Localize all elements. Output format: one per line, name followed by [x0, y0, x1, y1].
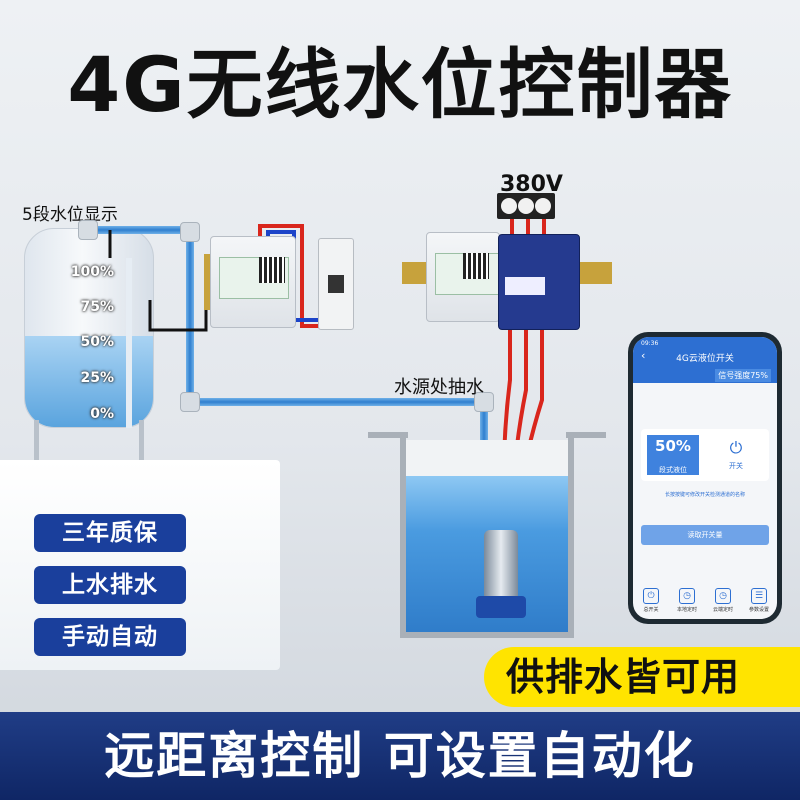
feature-manual-auto: 手动自动: [34, 618, 186, 656]
level-card: 50% 段式液位 ⏻ 开关: [641, 429, 769, 481]
terminal-screw: [518, 198, 534, 214]
tab-cloud-timer[interactable]: ◷云端定时: [707, 588, 739, 613]
switch-label: 开关: [729, 462, 743, 470]
pump-base: [476, 596, 526, 618]
qr-code: [463, 253, 489, 279]
back-icon[interactable]: ‹: [641, 349, 646, 362]
water-level-controller-2: [426, 232, 505, 322]
contactor-label: [505, 277, 545, 295]
tab-main-switch[interactable]: ⏻总开关: [635, 588, 667, 613]
level-display: 50% 段式液位: [647, 435, 699, 475]
switch-button[interactable]: ⏻ 开关: [709, 435, 763, 475]
level-mark-0: 0%: [90, 406, 114, 422]
bottom-tabs: ⏻总开关 ◷本地定时 ◷云端定时 ☰参数设置: [633, 588, 777, 613]
pit-wall-left: [400, 436, 406, 636]
read-switch-button[interactable]: 读取开关量: [641, 525, 769, 545]
pipe-elbow: [180, 392, 200, 412]
app-title: 4G云液位开关: [676, 354, 734, 364]
level-probe: [126, 258, 132, 428]
pit-rim-right: [566, 432, 606, 438]
feature-warranty: 三年质保: [34, 514, 186, 552]
level-mark-25: 25%: [80, 370, 114, 386]
pipe-elbow: [180, 222, 200, 242]
sensor-wire: [108, 230, 216, 332]
level-mark-50: 50%: [80, 334, 114, 350]
pit-rim-left: [368, 432, 408, 438]
terminal-screw: [535, 198, 551, 214]
breaker-switch: [328, 275, 344, 293]
power-terminal: [497, 193, 555, 219]
level-mark-100: 100%: [70, 264, 114, 280]
sliders-icon: ☰: [751, 588, 767, 604]
water-level-controller: [210, 236, 296, 328]
clock-icon: ◷: [715, 588, 731, 604]
pipe-elbow: [78, 220, 98, 240]
level-mark-75: 75%: [80, 299, 114, 315]
circuit-breaker: [318, 238, 354, 330]
power-icon: ⏻: [643, 588, 659, 604]
ac-contactor: [498, 234, 580, 330]
voltage-label: 380V: [500, 172, 563, 197]
top-pipe: [84, 226, 194, 234]
supply-pipe: [186, 398, 486, 406]
pipe-elbow: [474, 392, 494, 412]
water-source-label: 水源处抽水: [394, 377, 484, 398]
pit-wall-right: [568, 436, 574, 636]
power-icon: ⏻: [729, 438, 743, 457]
qr-code: [259, 257, 285, 283]
status-time: 09:36: [641, 340, 659, 347]
level-value: 50%: [655, 437, 691, 455]
signal-strength: 信号强度75%: [715, 369, 771, 382]
hint-text: 长按按键可修改开关检测通道的名称: [664, 492, 745, 498]
bottom-banner: 远距离控制 可设置自动化: [0, 712, 800, 800]
tab-settings[interactable]: ☰参数设置: [743, 588, 775, 613]
tank-stand: [34, 420, 144, 470]
feature-supply-drain: 上水排水: [34, 566, 186, 604]
clock-icon: ◷: [679, 588, 695, 604]
tab-local-timer[interactable]: ◷本地定时: [671, 588, 703, 613]
app-screen: 09:36 4G云液位开关 ‹ 信号强度75% 50% 段式液位 ⏻ 开关 长按…: [633, 337, 777, 619]
level-label: 段式液位: [659, 466, 687, 474]
pit-floor: [400, 632, 574, 638]
smartphone: 09:36 4G云液位开关 ‹ 信号强度75% 50% 段式液位 ⏻ 开关 长按…: [628, 332, 782, 624]
riser-pipe: [186, 230, 194, 400]
usage-badge: 供排水皆可用: [484, 647, 800, 707]
terminal-screw: [501, 198, 517, 214]
page-title: 4G无线水位控制器: [67, 40, 733, 129]
